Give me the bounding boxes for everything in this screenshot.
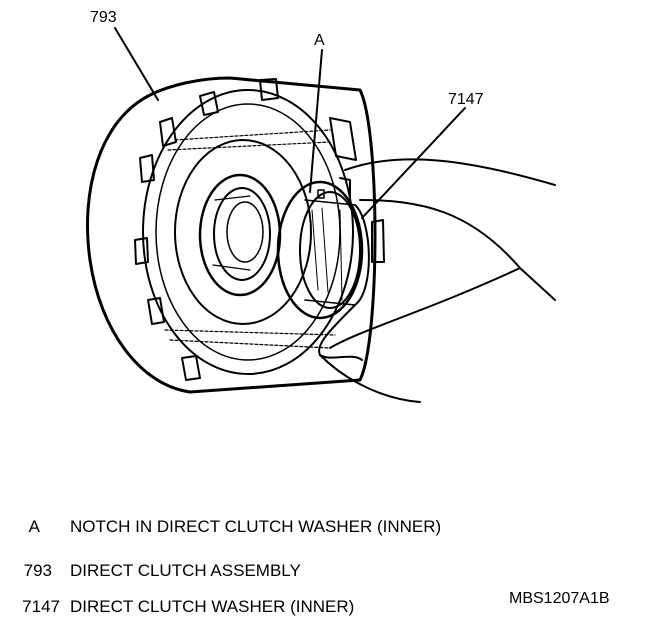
- leader-a: [309, 49, 323, 193]
- legend-text: NOTCH IN DIRECT CLUTCH WASHER (INNER): [70, 517, 442, 536]
- legend-key: 793: [23, 561, 52, 580]
- reference-code: MBS1207A1B: [509, 590, 610, 607]
- callout-7147: 7147: [448, 91, 484, 108]
- leader-793: [114, 27, 159, 101]
- clutch-illustration: 793 A 7147: [86, 9, 556, 403]
- legend-key: A: [28, 517, 40, 536]
- callout-793: 793: [90, 9, 117, 26]
- legend-key: 7147: [22, 597, 60, 616]
- hand: [318, 158, 556, 403]
- legend-text: DIRECT CLUTCH ASSEMBLY: [70, 561, 301, 580]
- direct-clutch-assembly: [86, 76, 377, 394]
- callout-a: A: [314, 32, 325, 49]
- legend-text: DIRECT CLUTCH WASHER (INNER): [70, 597, 355, 616]
- leader-7147: [361, 107, 466, 219]
- direct-clutch-washer: [276, 180, 370, 320]
